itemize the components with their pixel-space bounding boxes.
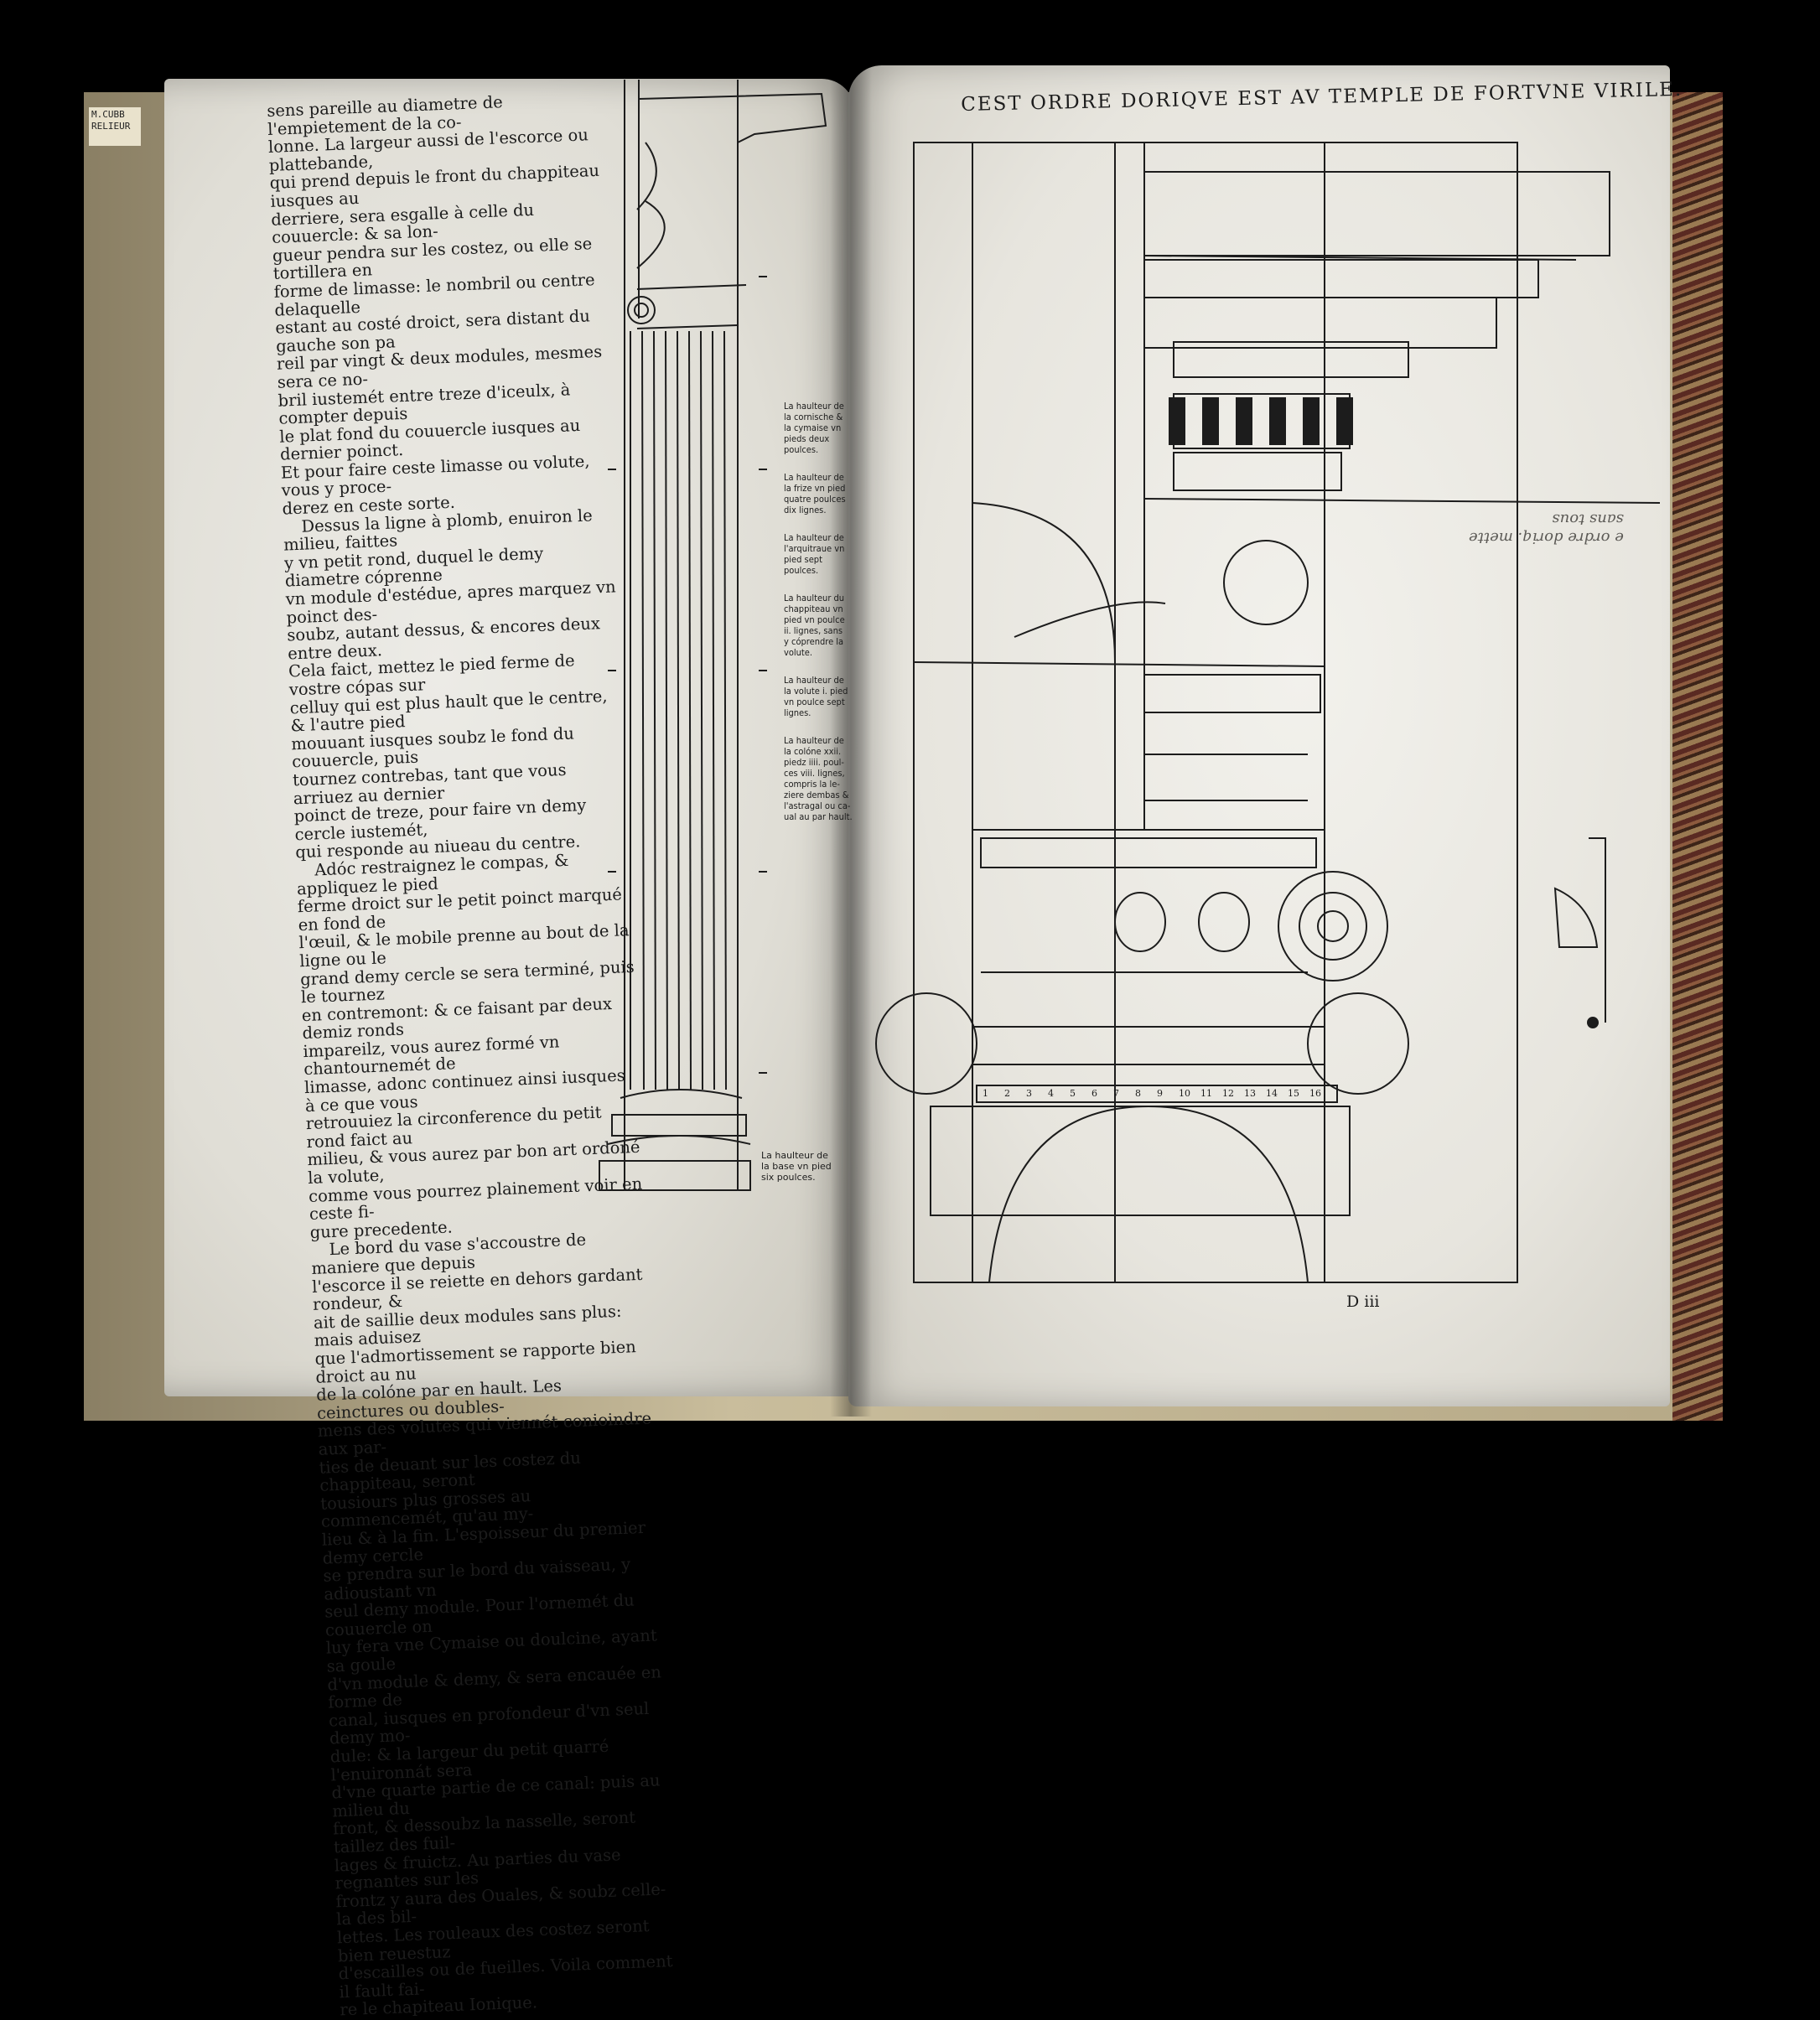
- scale-num: 4: [1048, 1088, 1054, 1099]
- scale-num: 15: [1288, 1088, 1299, 1099]
- scale-num: 13: [1244, 1088, 1256, 1099]
- folio-signature: D iii: [1346, 1292, 1380, 1311]
- scale-num: 8: [1135, 1088, 1141, 1099]
- scale-num: 5: [1070, 1088, 1076, 1099]
- column-engraving: [599, 80, 827, 1191]
- binder-label: M.CUBB RELIEUR: [89, 107, 141, 146]
- scale-num: 3: [1026, 1088, 1032, 1099]
- side-note-base: La haulteur de la base vn pied six poulc…: [761, 1150, 832, 1183]
- scale-num: 7: [1113, 1088, 1119, 1099]
- scale-num: 16: [1309, 1088, 1321, 1099]
- scale-num: 2: [1004, 1088, 1010, 1099]
- capital-engraving: [875, 142, 1661, 1283]
- scale-numbers: 1 2 3 4 5 6 7 8 9 10 11 12 13 14 15 16: [983, 1088, 1321, 1099]
- side-note-architrave: La haulteur de l'arquitraue vn pied sept…: [784, 532, 845, 576]
- scale-num: 10: [1179, 1088, 1190, 1099]
- scale-num: 11: [1200, 1088, 1212, 1099]
- scale-num: 12: [1222, 1088, 1234, 1099]
- column-side-notes: La haulteur de la cornische & la cymaise…: [784, 401, 853, 839]
- right-page: [848, 65, 1670, 1406]
- side-note-column: La haulteur de la colóne xxii. piedz iii…: [784, 735, 853, 822]
- scale-num: 9: [1157, 1088, 1163, 1099]
- scale-num: 1: [983, 1088, 988, 1099]
- side-note-volute: La haulteur de la volute i. pied vn poul…: [784, 675, 848, 718]
- side-note-frieze: La haulteur de la frize vn pied quatre p…: [784, 472, 846, 515]
- side-note-cornice: La haulteur de la cornische & la cymaise…: [784, 401, 844, 455]
- left-page: [164, 79, 855, 1396]
- book-gutter: [830, 59, 872, 1417]
- scale-num: 14: [1266, 1088, 1278, 1099]
- marbled-cover-edge: [1672, 92, 1723, 1421]
- side-note-capital: La haulteur du chappiteau vn pied vn pou…: [784, 593, 845, 658]
- scale-num: 6: [1091, 1088, 1097, 1099]
